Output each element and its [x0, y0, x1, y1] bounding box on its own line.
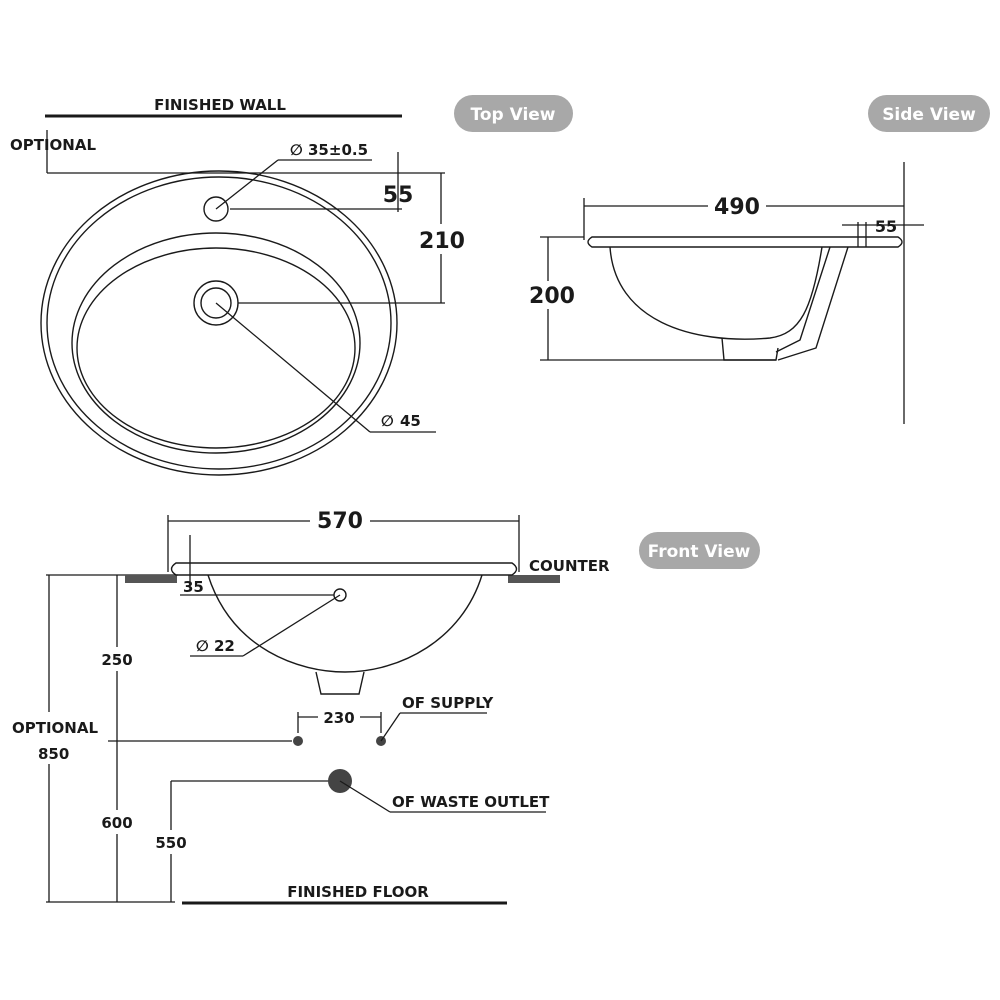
front-view-pill: Front View [639, 532, 760, 569]
dim-210-value: 210 [419, 229, 465, 254]
dim-550-value: 550 [155, 834, 186, 852]
waste-outlet-label: OF WASTE OUTLET [392, 793, 550, 811]
side-drain-body [721, 337, 779, 361]
drain-diameter-value: 45 [400, 412, 421, 430]
dim-55-side-value: 55 [875, 217, 897, 236]
side-view-pill-bg [868, 95, 990, 132]
side-view-title: Side View [882, 105, 976, 125]
optional-front-label: OPTIONAL [12, 719, 98, 737]
drain-leader [215, 302, 371, 433]
drain-diameter-symbol: ∅ [381, 412, 394, 430]
side-overflow-inner [777, 246, 849, 361]
top-view-pill-bg [454, 95, 573, 132]
waste-leader [339, 780, 391, 813]
counter-label: COUNTER [529, 557, 610, 575]
front-view: 570 COUNTER 35 ∅ 22 250 600 550 OPTIONAL [8, 506, 610, 905]
dim-230-value: 230 [323, 709, 354, 727]
top-view: FINISHED WALL OPTIONAL ∅ 35±0.5 55 ∅ 45 … [10, 96, 470, 476]
dim-850-mask [8, 712, 100, 764]
dim-550-mask [150, 830, 194, 854]
dim-35-value: 35 [183, 578, 204, 596]
dim-200-value: 200 [529, 284, 575, 309]
overflow-leader [242, 594, 341, 657]
dim-600-value: 600 [101, 814, 132, 832]
side-view-pill: Side View [868, 95, 990, 132]
dim-570-mask [310, 506, 370, 534]
dim-850-value: 850 [38, 745, 69, 763]
side-overflow-outer [775, 246, 831, 353]
overflow-diameter-value: 22 [214, 637, 235, 655]
supply-label: OF SUPPLY [402, 694, 494, 712]
basin-bowl-inner [76, 247, 356, 449]
front-drain-body [315, 671, 365, 695]
tap-hole [203, 196, 229, 222]
side-rim [587, 236, 903, 248]
basin-rim-outer [40, 170, 398, 476]
overflow-diameter-symbol: ∅ [196, 637, 209, 655]
finished-wall-label: FINISHED WALL [154, 96, 286, 114]
counter-block-right [508, 575, 560, 583]
supply-leader [380, 712, 401, 742]
top-view-title: Top View [470, 105, 555, 125]
dim-600-mask [96, 810, 140, 834]
dim-490-value: 490 [714, 195, 760, 220]
tap-hole-leader [215, 159, 279, 210]
basin-rim-inner [46, 176, 392, 470]
front-view-title: Front View [648, 542, 751, 562]
dim-55-value: 55 [383, 183, 414, 208]
counter-block-left [125, 575, 177, 583]
supply-dot-left [293, 736, 303, 746]
front-bowl [207, 574, 483, 673]
finished-floor-label: FINISHED FLOOR [287, 883, 429, 901]
dim-570-value: 570 [317, 509, 363, 534]
side-view: 490 55 200 [522, 162, 924, 424]
front-view-pill-bg [639, 532, 760, 569]
front-rim [170, 562, 518, 576]
tap-hole-diameter-symbol: ∅ [290, 141, 303, 159]
dim-210-mask [414, 224, 470, 254]
dim-490-mask [708, 192, 766, 220]
drain-inner [200, 287, 232, 319]
basin-bowl-outer [71, 232, 361, 454]
top-view-pill: Top View [454, 95, 573, 132]
dim-250-mask [96, 647, 140, 671]
dim-230-mask [318, 706, 360, 728]
optional-top-label: OPTIONAL [10, 136, 96, 154]
dim-200-mask [522, 281, 580, 309]
side-bowl [609, 246, 823, 340]
dim-250-value: 250 [101, 651, 132, 669]
tap-hole-diameter-value: 35±0.5 [308, 141, 368, 159]
